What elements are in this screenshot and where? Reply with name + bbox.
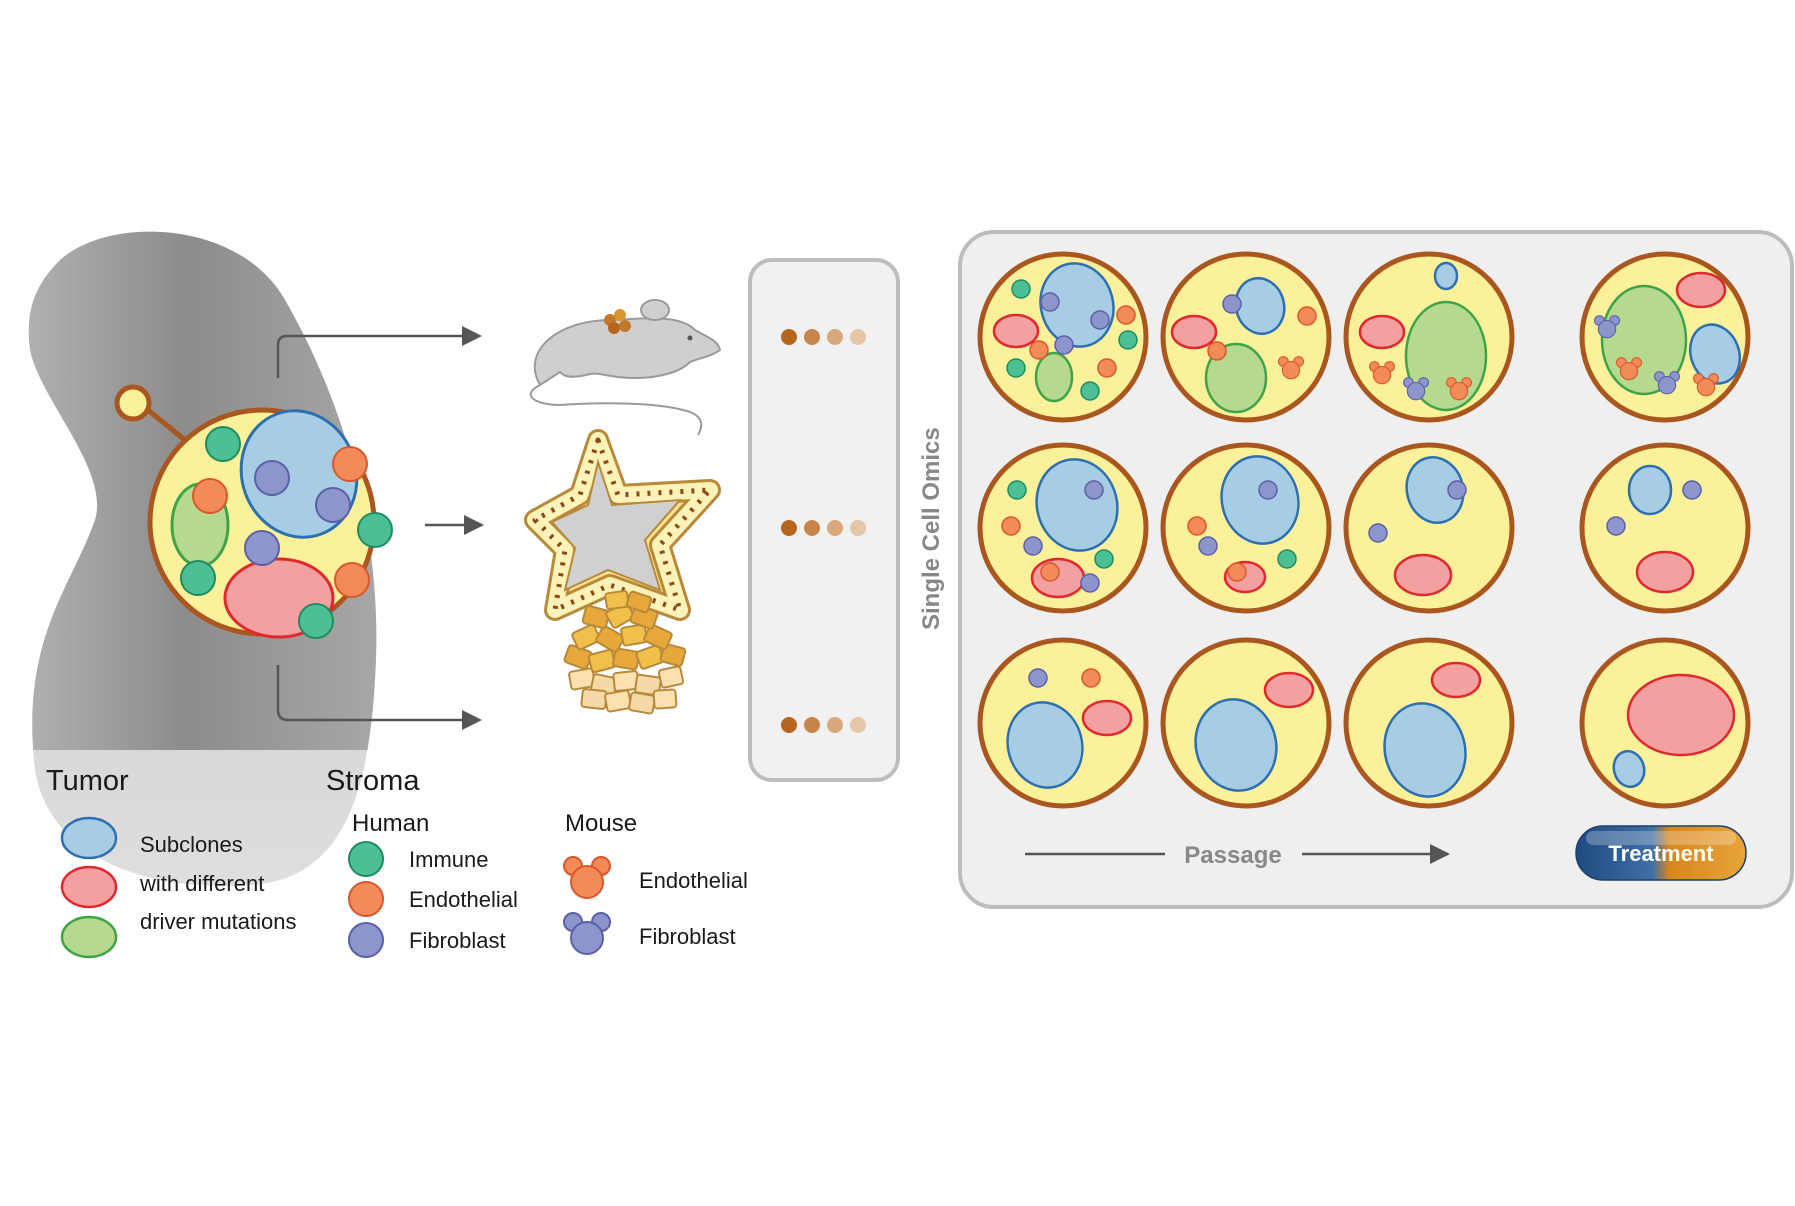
subclone-blue-swatch [60, 816, 118, 860]
passage-cell [1160, 251, 1332, 423]
treatment-label: Treatment [1608, 841, 1714, 866]
passage-cell [977, 251, 1149, 423]
human-label: Human [352, 810, 429, 837]
passage-cell [1579, 251, 1751, 423]
passage-cell [1343, 637, 1515, 809]
legend-subclones-line-1: Subclones [140, 832, 243, 857]
legend-mouse-endothelial: Endothelial [639, 868, 748, 893]
mouse-endothelial-swatch [563, 856, 611, 899]
legend-human-fibroblast: Fibroblast [409, 928, 506, 953]
tumor-zoom-cell [147, 407, 393, 639]
tumor-label: Tumor [46, 765, 129, 797]
treatment-pill: Treatment [1575, 825, 1747, 881]
sample-point [114, 384, 152, 422]
passage-label: Passage [1184, 842, 1281, 869]
human-immune-swatch [348, 841, 384, 877]
arrow-icon [276, 326, 484, 730]
sample-connector [146, 408, 187, 442]
legend-mouse-fibroblast: Fibroblast [639, 924, 736, 949]
subclone-red-swatch [60, 865, 118, 909]
passage-cell [1160, 442, 1332, 614]
subclone-green-swatch [60, 915, 118, 959]
legend-subclones-line-3: driver mutations [140, 909, 297, 934]
organoid-icon [524, 429, 721, 621]
mouse-icon [529, 299, 722, 436]
dot-row [781, 329, 866, 345]
dot-row [781, 717, 866, 733]
single-cell-omics-label: Single Cell Omics [918, 427, 945, 630]
legend-human-endothelial: Endothelial [409, 887, 518, 912]
passage-cell [1579, 442, 1751, 614]
passage-cell [1160, 637, 1332, 809]
passage-cell [977, 442, 1149, 614]
mouse-fibroblast-swatch [563, 912, 611, 955]
human-fibroblast-swatch [348, 922, 384, 958]
sample-panel [748, 258, 900, 782]
passage-cell [1579, 637, 1751, 809]
legend-subclones-line-2: with different [139, 871, 264, 896]
dot-row [781, 520, 866, 536]
human-endothelial-swatch [348, 881, 384, 917]
cell-cluster-icon [563, 589, 687, 715]
stroma-label: Stroma [326, 765, 420, 797]
passage-cell [1343, 251, 1515, 423]
passage-cell [977, 637, 1149, 809]
mouse-label: Mouse [565, 810, 637, 837]
passage-cell [1343, 442, 1515, 614]
legend-human-immune: Immune [409, 847, 488, 872]
